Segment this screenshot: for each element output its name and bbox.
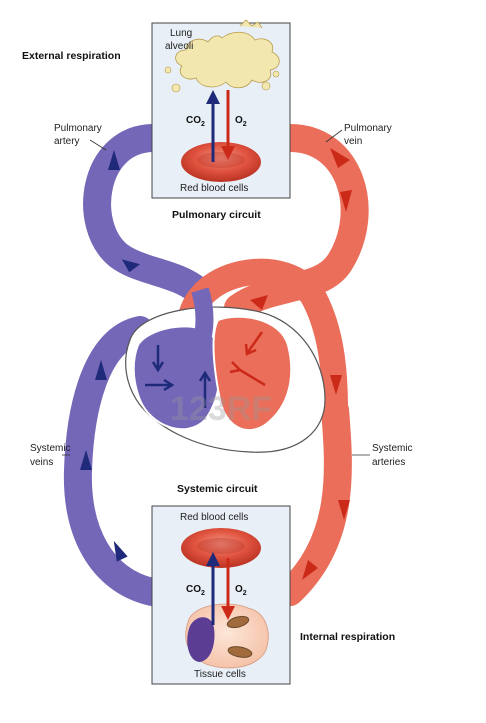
mitochondria: [226, 615, 253, 658]
pulmonary-artery-label-line1: Pulmonary: [54, 123, 102, 134]
co2-label-bottom: CO2: [186, 584, 205, 597]
pulmonary-artery-arrows: [108, 150, 141, 273]
red-blood-cell-bottom: [181, 528, 261, 568]
lung-alveoli-label-line1: Lung: [170, 28, 192, 39]
pulmonary-circuit-label: Pulmonary circuit: [172, 209, 261, 221]
red-blood-cells-label-bottom: Red blood cells: [180, 512, 248, 523]
systemic-arteries-label-line2: arteries: [372, 457, 405, 468]
systemic-circuit-label: Systemic circuit: [177, 483, 258, 495]
superior-vena-cava: [191, 287, 214, 349]
pulmonary-artery-label-line2: artery: [54, 136, 80, 147]
co2-label-top: CO2: [186, 115, 205, 128]
left-heart-chamber: [212, 315, 293, 431]
pulmonary-vein-vessel: [224, 124, 369, 322]
internal-respiration-label: Internal respiration: [300, 631, 395, 643]
o2-arrow-down: [221, 90, 235, 160]
systemic-veins-label-line2: veins: [30, 457, 53, 468]
alveoli-bubbles: [164, 66, 280, 93]
tissue-nucleus: [187, 617, 215, 662]
pulmonary-artery-leader: [89, 139, 107, 151]
watermark-text: 123RF: [170, 390, 272, 428]
pulmonary-vein-arrows: [250, 148, 352, 310]
lung-alveoli-label-line2: alveoli: [165, 41, 193, 52]
systemic-vein-arrows: [80, 360, 128, 562]
o2-arrow-down-bottom: [221, 558, 235, 620]
pulmonary-vein-leader: [325, 129, 343, 143]
o2-label-bottom: O2: [235, 584, 247, 597]
pulmonary-vein-label-line2: vein: [344, 136, 362, 147]
tissue-cells-label: Tissue cells: [194, 669, 246, 680]
pulmonary-vein-label-line1: Pulmonary: [344, 123, 392, 134]
systemic-veins-label-line1: Systemic: [30, 443, 71, 454]
heart-flow-arrows: [145, 331, 266, 408]
lung-alveoli-shape: [175, 19, 280, 89]
red-blood-cells-label-top: Red blood cells: [180, 183, 248, 194]
external-respiration-label: External respiration: [22, 50, 121, 62]
systemic-arteries-label-line1: Systemic: [372, 443, 413, 454]
systemic-artery-arrows: [302, 375, 350, 580]
o2-label-top: O2: [235, 115, 247, 128]
systemic-veins-vessel: [63, 316, 166, 606]
co2-arrow-up: [206, 90, 220, 162]
red-blood-cell-top: [181, 142, 261, 182]
co2-arrow-up-bottom: [206, 552, 220, 625]
right-heart-chamber: [132, 325, 222, 431]
